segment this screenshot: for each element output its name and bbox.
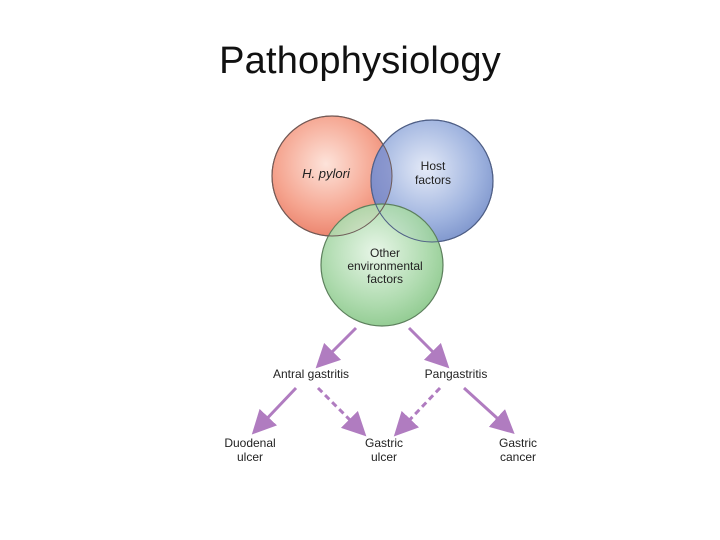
label-duodenal-line1: Duodenal — [224, 436, 275, 450]
label-antral-gastritis: Antral gastritis — [273, 367, 349, 381]
label-env-line1: Other — [370, 246, 400, 260]
label-env-line2: environmental — [347, 259, 422, 273]
label-host-line2: factors — [415, 173, 451, 187]
arrow-to-antral — [315, 326, 358, 369]
label-pangastritis: Pangastritis — [425, 367, 488, 381]
arrow-pangastritis-to-gastric-ulcer — [393, 386, 442, 437]
label-gastric-cancer-line2: cancer — [500, 450, 536, 464]
label-duodenal-line2: ulcer — [237, 450, 263, 464]
arrow-pangastritis-to-gastric-cancer — [462, 386, 515, 435]
arrow-antral-to-gastric-ulcer — [316, 386, 367, 437]
label-h-pylori: H. pylori — [302, 166, 351, 181]
slide-title: Pathophysiology — [219, 40, 501, 82]
arrow-antral-to-duodenal — [251, 386, 298, 435]
label-gastric-ulcer-line1: Gastric — [365, 436, 403, 450]
label-gastric-ulcer-line2: ulcer — [371, 450, 397, 464]
label-gastric-cancer-line1: Gastric — [499, 436, 537, 450]
circle-environmental-factors — [320, 203, 444, 327]
label-host-line1: Host — [421, 159, 446, 173]
label-env-line3: factors — [367, 272, 403, 286]
arrow-to-pangastritis — [407, 326, 450, 369]
